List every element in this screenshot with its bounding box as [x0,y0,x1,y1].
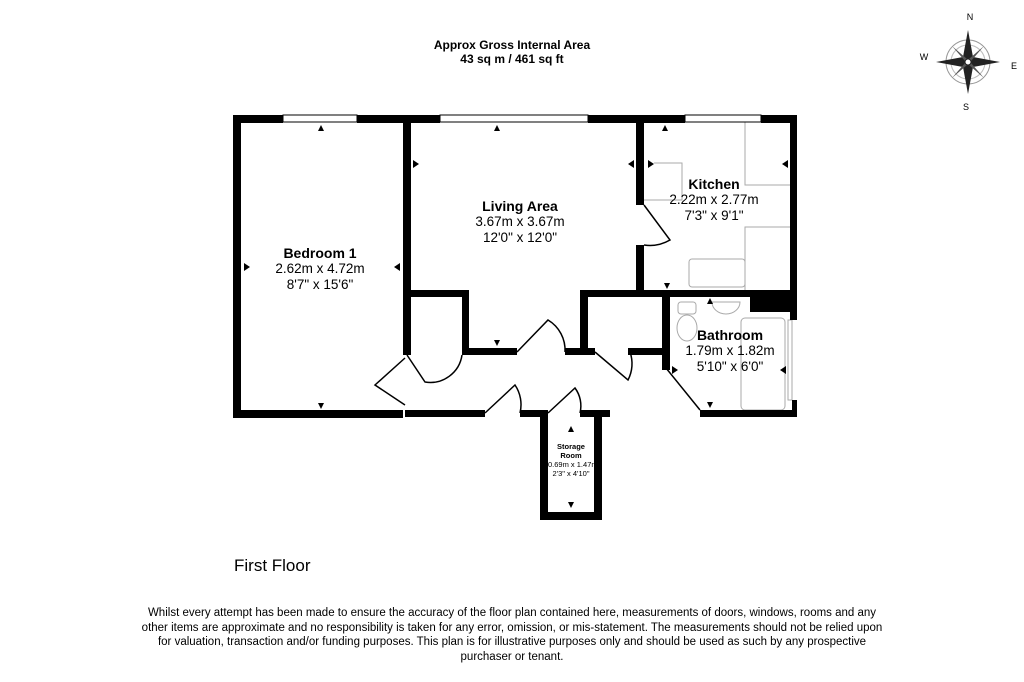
gross-area-heading: Approx Gross Internal Area 43 sq m / 461… [0,38,1024,66]
room-imperial: 8'7" x 15'6" [286,277,354,292]
compass-n: N [967,12,974,22]
room-metric: 2.22m x 2.77m [669,192,759,207]
compass-icon [936,30,1000,94]
room-name: Storage Room [557,442,585,460]
room-storage: Storage Room 0.69m x 1.47m 2'3" x 4'10" [548,442,594,478]
disclaimer: Whilst every attempt has been made to en… [141,607,883,663]
room-name: Kitchen [688,176,740,192]
room-metric: 3.67m x 3.67m [475,214,565,229]
sink-icon [688,258,746,288]
room-name: Bathroom [696,327,764,343]
compass-w: W [920,52,929,62]
room-living-area: Living Area 3.67m x 3.67m 12'0" x 12'0" [440,198,600,246]
room-bedroom-1: Bedroom 1 2.62m x 4.72m 8'7" x 15'6" [240,245,400,293]
compass-e: E [1011,61,1017,71]
doors[interactable] [373,204,701,414]
room-metric: 0.69m x 1.47m [548,460,594,469]
compass-s: S [963,102,969,112]
room-imperial: 12'0" x 12'0" [482,230,558,245]
windows [282,114,762,123]
room-bathroom: Bathroom 1.79m x 1.82m 5'10" x 6'0" [670,327,790,375]
room-imperial: 7'3" x 9'1" [684,208,744,223]
room-metric: 1.79m x 1.82m [685,343,775,358]
walls [233,115,797,520]
floor-label: First Floor [234,556,311,575]
room-metric: 2.62m x 4.72m [275,261,365,276]
area-value: 43 sq m / 461 sq ft [460,52,564,66]
room-imperial: 5'10" x 6'0" [696,359,764,374]
basin-icon [711,301,741,315]
room-name: Living Area [482,198,558,214]
room-imperial: 2'3" x 4'10" [552,469,590,478]
area-title: Approx Gross Internal Area [433,38,591,52]
room-name: Bedroom 1 [283,245,357,261]
dimension-arrows [244,125,788,508]
toilet-icon [677,301,697,315]
room-kitchen: Kitchen 2.22m x 2.77m 7'3" x 9'1" [644,176,784,224]
